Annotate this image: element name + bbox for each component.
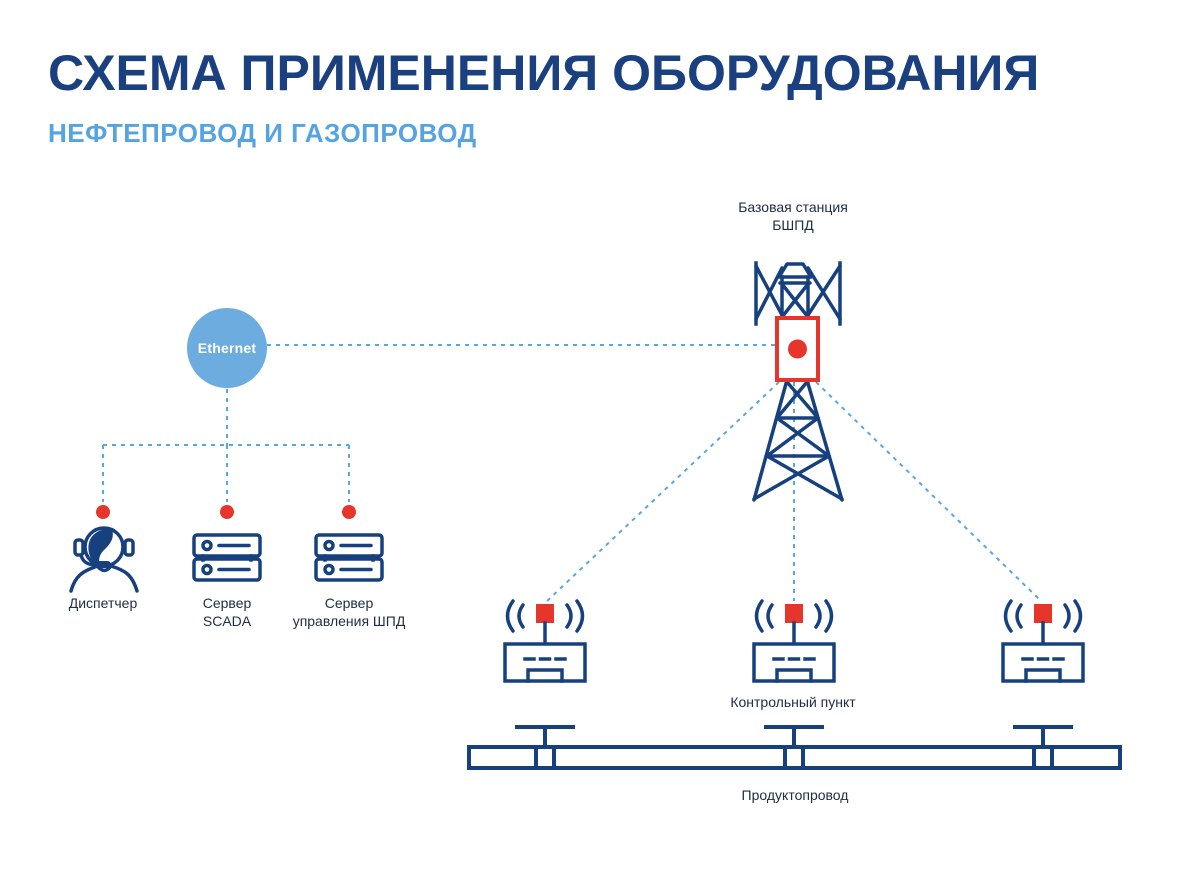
connection-dot	[96, 505, 110, 519]
control-point-icon	[503, 599, 587, 683]
bwa-server-label: Сервер управления ШПД	[293, 594, 406, 631]
radio-unit-icon	[775, 316, 820, 382]
control-point-label: Контрольный пункт	[730, 694, 856, 710]
valve-icon	[1013, 725, 1073, 770]
valve-icon	[515, 725, 575, 770]
scada-server-label-line1: Сервер	[202, 595, 252, 611]
connection-dots	[96, 505, 356, 519]
base-station-label-line2: БШПД	[772, 217, 814, 234]
wireless-link-lines	[546, 381, 1042, 602]
pipeline-label: Продуктопровод	[741, 787, 849, 803]
pipeline-icon	[467, 725, 1122, 770]
dispatcher-icon	[69, 526, 139, 593]
control-point-icon	[1001, 599, 1085, 683]
scada-server-label: Сервер SCADA	[203, 594, 252, 631]
bwa-server-label-line1: Сервер	[324, 595, 374, 611]
valve-icon	[764, 725, 824, 770]
connection-dot	[220, 505, 234, 519]
server-icon-scada	[192, 533, 262, 582]
base-station-label: Базовая станция БШПД	[738, 198, 848, 235]
page-title: СХЕМА ПРИМЕНЕНИЯ ОБОРУДОВАНИЯ	[48, 45, 1040, 101]
ethernet-label: Ethernet	[197, 340, 257, 356]
connector-lines	[102, 344, 775, 502]
dispatcher-label: Диспетчер	[68, 595, 138, 611]
control-point-icon	[752, 599, 836, 683]
base-station-label-line1: Базовая станция	[738, 199, 848, 215]
connection-dot	[342, 505, 356, 519]
base-station-tower-icon	[752, 261, 844, 502]
scada-server-label-line2: SCADA	[202, 613, 252, 630]
bwa-server-label-line2: управления ШПД	[292, 613, 406, 630]
server-icon-bwa	[314, 533, 384, 582]
ethernet-hub	[187, 308, 267, 388]
page-subtitle: НЕФТЕПРОВОД И ГАЗОПРОВОД	[48, 118, 477, 148]
